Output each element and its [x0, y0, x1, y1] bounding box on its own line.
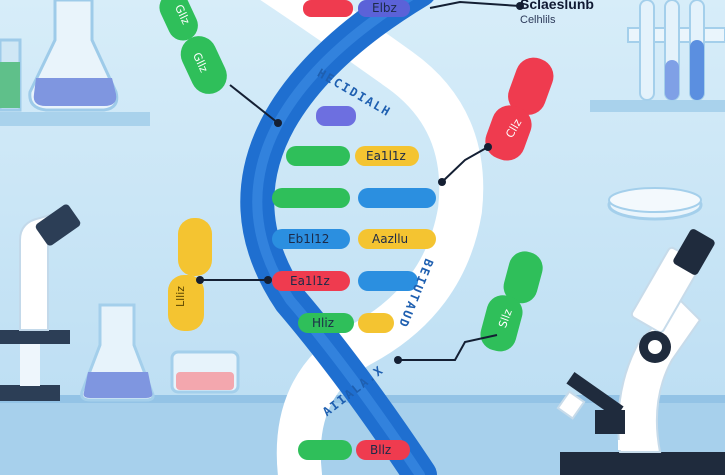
base-pair-label: Bllz [370, 443, 392, 457]
page-subtitle: Celhlils [520, 14, 556, 26]
flask-icon [28, 0, 119, 112]
shelf-right [590, 100, 725, 112]
beaker-icon-bottom [80, 303, 240, 402]
test-tube-rack-icon [627, 0, 725, 101]
base-pair-label: Ea1l1z [290, 274, 330, 288]
chromosome-green-top-left [159, 0, 198, 41]
base-pair-5 [272, 229, 436, 249]
base-pair-8 [298, 440, 410, 460]
pointer-lines [200, 0, 521, 361]
base-pair-label: Ea1l1z [366, 149, 406, 163]
chromosome-green-left [180, 36, 227, 94]
beaker-liquid [0, 62, 20, 108]
base-pair-7 [298, 313, 394, 333]
base-pair-label: Elbz [372, 1, 397, 15]
page-title: Sclaeslunb [520, 0, 594, 12]
base-pair-1 [303, 0, 410, 17]
chromosome-label: Llliz [174, 285, 188, 308]
base-pair-2 [316, 106, 356, 126]
chromosome-red-right [485, 57, 554, 161]
base-pair-6 [272, 271, 418, 291]
microscope-icon-left [0, 204, 81, 401]
base-pair-label: Eb1l12 [288, 232, 330, 246]
base-pair-label: Hliz [312, 316, 334, 330]
base-pair-3 [286, 146, 419, 166]
microscope-icon [556, 229, 725, 475]
pointer-dots [196, 2, 524, 364]
base-pair-4 [272, 188, 436, 208]
base-pair-label: Aazllu [372, 232, 409, 246]
dna-strand-blue-highlight [252, 0, 425, 475]
petri-dish-icon [607, 187, 703, 221]
chromosome-green-right [480, 251, 543, 352]
chromosome-yellow-left [168, 218, 212, 331]
shelf-left [0, 112, 150, 126]
